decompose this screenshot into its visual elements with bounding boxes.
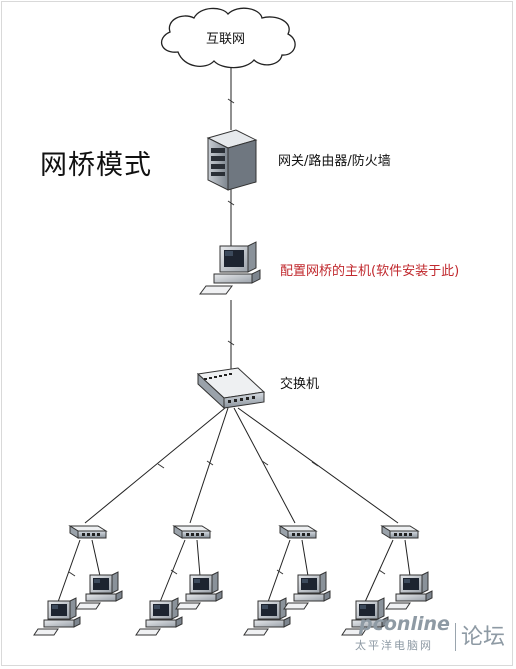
workstation-3a [243,597,291,636]
internet-label: 互联网 [206,32,246,47]
desktop-computer-icon [199,241,261,295]
diagram-title: 网桥模式 [40,150,152,181]
sub-switch-2 [173,525,211,539]
sub-switch-3 [279,525,317,539]
link-subswitch-4-pc-b [404,539,411,577]
link-tick-marks [68,98,386,577]
switch-label: 交换机 [280,377,320,392]
server-tower-icon [206,129,258,191]
link-switch-subswitch-1 [84,407,226,524]
workstation-2a [135,597,183,636]
watermark-divider [455,623,456,651]
cloud-icon [160,7,296,69]
network-switch-icon [196,367,266,410]
link-subswitch-2-pc-b [196,539,201,577]
link-subswitch-1-pc-b [91,539,101,577]
workstation-1b [75,571,123,610]
link-switch-subswitch-2 [189,407,229,524]
workstation-2b [175,571,223,610]
watermark-forum: 论坛 [461,625,506,650]
workstation-1a [33,597,81,636]
watermark: pconline 太平洋电脑网 论坛 [335,613,515,669]
sub-switch-1 [69,525,107,539]
gateway-label: 网关/路由器/防火墙 [278,154,391,169]
sub-switch-4 [381,525,419,539]
link-subswitch-3-pc-b [301,539,309,577]
link-subswitch-1-pc-a [57,539,81,603]
workstation-4b [385,571,433,610]
watermark-brand: pconline [359,613,450,635]
bridge-host-label: 配置网桥的主机(软件安装于此) [280,264,460,279]
link-switch-subswitch-3 [233,407,296,524]
link-subswitch-4-pc-a [364,539,394,603]
workstation-3b [283,571,331,610]
connection-lines [57,58,411,603]
watermark-subtitle: 太平洋电脑网 [355,639,433,652]
